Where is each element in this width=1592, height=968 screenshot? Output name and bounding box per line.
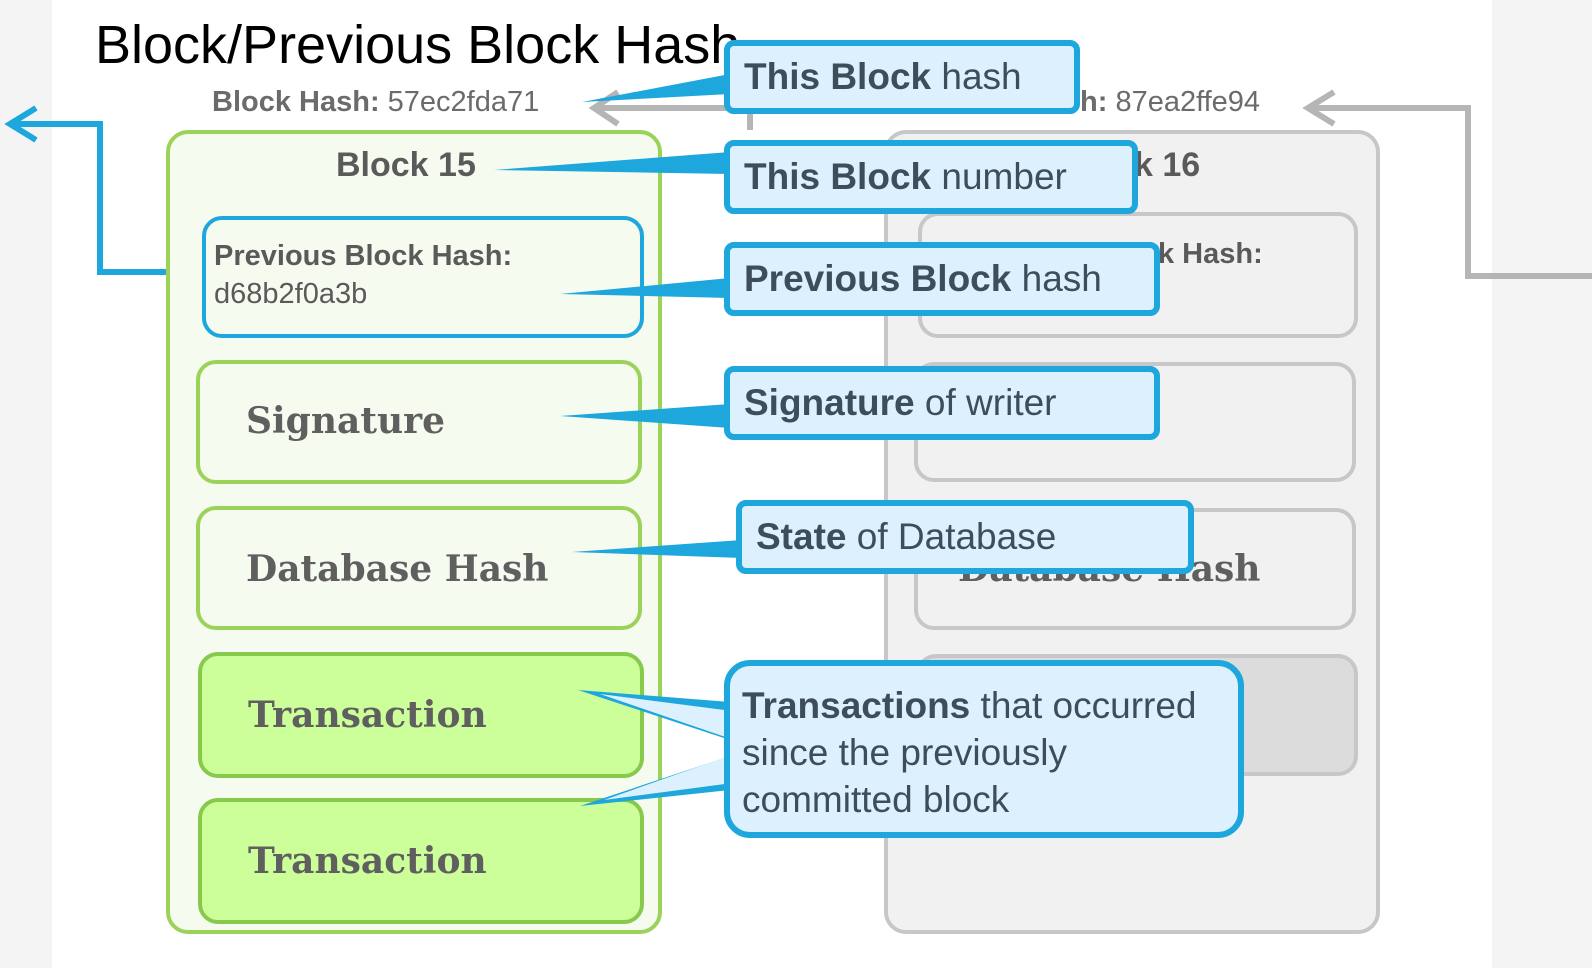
callout-signature-of-writer-bold: Signature (744, 382, 915, 423)
next-block-arrowhead (1302, 89, 1336, 127)
callout-this-block-number-bold: This Block (744, 156, 932, 197)
block-15-prev-hash-value: d68b2f0a3b (214, 278, 368, 310)
callout-transactions-rest: that occurred since the previously commi… (742, 685, 1197, 820)
block-16-hash: h: 87ea2ffe94 (1080, 86, 1260, 119)
block-15-signature-box: Signature (196, 360, 642, 484)
block-15-name: Block 15 (336, 146, 476, 184)
pointer-state-of-database (572, 540, 742, 558)
block-15-container: Block 15 Previous Block Hash: d68b2f0a3b… (166, 130, 662, 934)
block-15-hash-value: 57ec2fda71 (387, 86, 540, 118)
block-15-database-hash-box: Database Hash (196, 506, 642, 630)
callout-state-of-database-rest: of Database (846, 516, 1057, 557)
callout-this-block-hash-rest: hash (931, 56, 1022, 97)
block-15-database-hash-label: Database Hash (246, 548, 549, 590)
callout-this-block-hash: This Block hash (724, 40, 1080, 114)
block-16-hash-value: 87ea2ffe94 (1115, 86, 1261, 118)
block-16-prev-hash-box: k Hash: (918, 212, 1358, 338)
block-15-prev-hash-label: Previous Block Hash: (214, 240, 513, 272)
prev-hash-arrowhead (4, 105, 38, 143)
pointer-signature (560, 404, 730, 428)
callout-state-of-database-bold: State (756, 516, 847, 557)
callout-this-block-number-rest: number (931, 156, 1067, 197)
callout-signature-of-writer: Signature of writer (724, 366, 1160, 440)
callout-previous-block-hash-rest: hash (1011, 258, 1102, 299)
block-15-prev-hash-box: Previous Block Hash: d68b2f0a3b (202, 216, 644, 338)
next-block-link-arrow (1310, 105, 1592, 279)
block-15-hash: Block Hash: 57ec2fda71 (212, 86, 539, 119)
callout-previous-block-hash-bold: Previous Block (744, 258, 1012, 299)
callout-transactions: Transactions that occurred since the pre… (724, 660, 1244, 838)
callout-this-block-hash-bold: This Block (744, 56, 932, 97)
block-15-hash-label: Block Hash: (212, 86, 380, 118)
pointer-previous-block-hash (560, 278, 730, 298)
page-title: Block/Previous Block Hash (95, 15, 741, 75)
pointer-this-block-number (494, 152, 730, 174)
block-16-name: k 16 (1134, 146, 1201, 184)
pointer-this-block-hash (582, 74, 730, 102)
block-15-transaction-box-2: Transaction (198, 798, 644, 924)
block-16-hash-label: h: (1080, 86, 1108, 118)
callout-transactions-bold: Transactions (742, 685, 971, 726)
callout-previous-block-hash: Previous Block hash (724, 242, 1160, 316)
block-16-prev-hash-label: k Hash: (1158, 238, 1263, 270)
callout-this-block-number: This Block number (724, 140, 1138, 214)
block-15-signature-label: Signature (246, 400, 446, 442)
prev-hash-link-arrow (12, 121, 200, 275)
block-15-transaction-label-1: Transaction (248, 694, 487, 736)
callout-signature-of-writer-rest: of writer (914, 382, 1057, 423)
block-15-transaction-label-2: Transaction (248, 840, 487, 882)
block-15-transaction-box-1: Transaction (198, 652, 644, 778)
callout-state-of-database: State of Database (736, 500, 1194, 574)
